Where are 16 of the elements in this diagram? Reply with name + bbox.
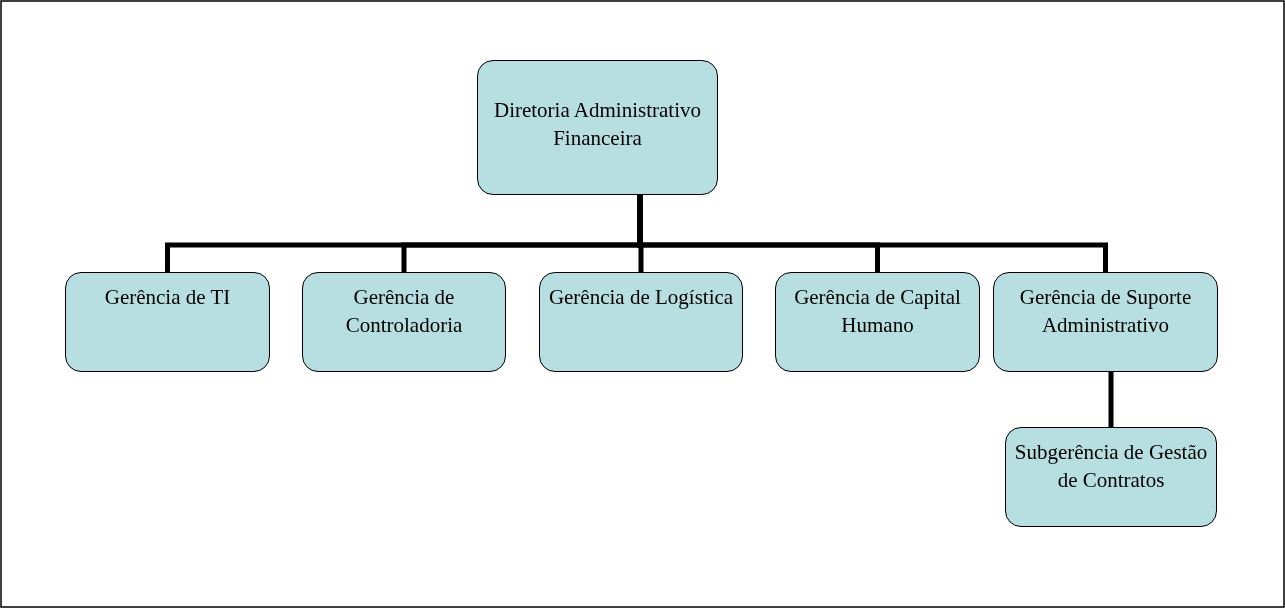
org-box [993, 272, 1218, 372]
box-label: Gerência de TI [103, 284, 232, 311]
org-box [1005, 427, 1217, 527]
org-box [477, 60, 718, 195]
box-label: Gerência de Controladoria [344, 284, 464, 339]
box-label: Gerência de Suporte Administrativo [1018, 284, 1193, 339]
org-box [302, 272, 506, 372]
box-label: Gerência de Capital Humano [793, 284, 962, 339]
box-label: Gerência de Logística [548, 284, 734, 311]
connector-line [637, 195, 1108, 272]
connector-line [1108, 372, 1114, 427]
box-label: Subgerência de Gestão de Contratos [1014, 439, 1208, 494]
org-box [539, 272, 743, 372]
box-label: Diretoria Administrativo Financeira [492, 97, 702, 152]
org-box [775, 272, 980, 372]
org-box [65, 272, 270, 372]
